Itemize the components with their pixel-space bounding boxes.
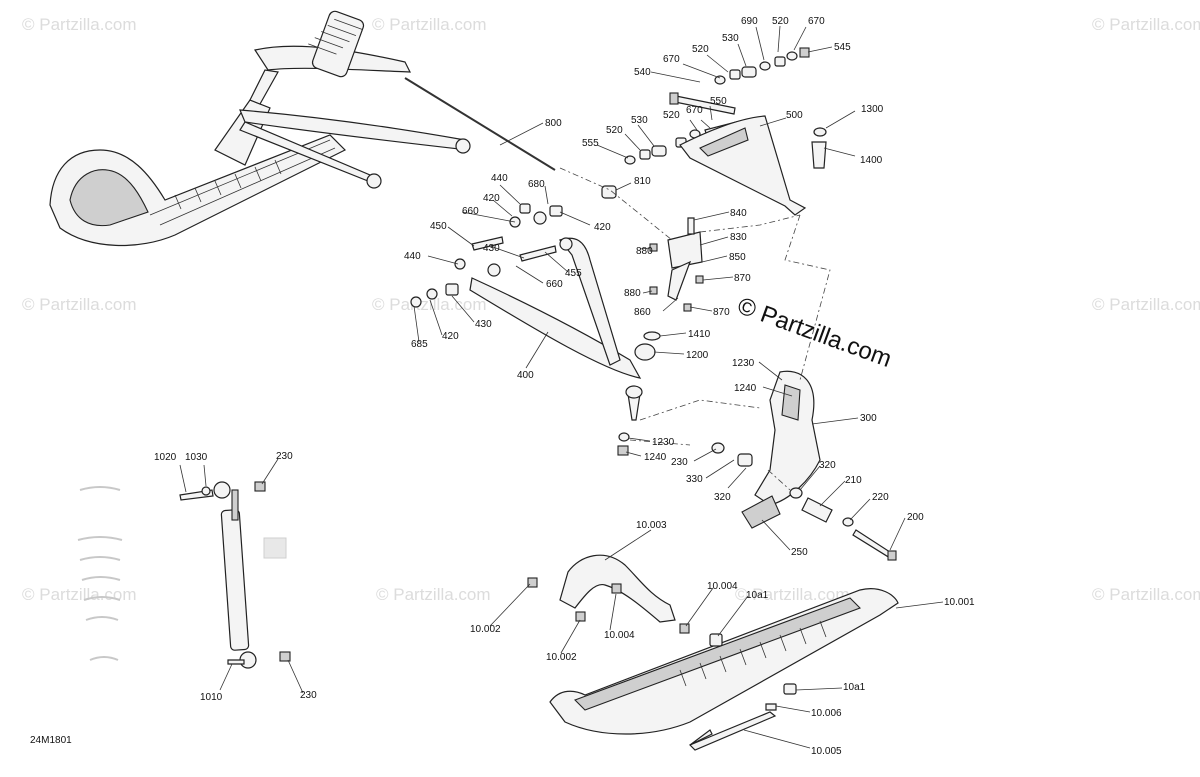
- callout-1240: 1240: [734, 383, 757, 394]
- callout-870: 870: [734, 273, 751, 284]
- callout-420: 420: [442, 331, 459, 342]
- callout-400: 400: [517, 370, 534, 381]
- callout-300: 300: [860, 413, 877, 424]
- callout-520: 520: [606, 125, 623, 136]
- assembled-suspension-illustration: [49, 10, 556, 247]
- callout-520: 520: [692, 44, 709, 55]
- watermark: © Partzilla.com: [376, 585, 491, 604]
- upper-arm-exploded: [601, 47, 827, 216]
- watermark: © Partzilla.com: [22, 15, 137, 34]
- callout-1030: 1030: [185, 452, 208, 463]
- callout-810: 810: [634, 176, 651, 187]
- callout-660: 660: [462, 206, 479, 217]
- callout-200: 200: [907, 512, 924, 523]
- callout-680: 680: [528, 179, 545, 190]
- steering-parts-exploded: [649, 217, 704, 312]
- callout-450: 450: [430, 221, 447, 232]
- callout-860: 860: [634, 307, 651, 318]
- callout-10-006: 10.006: [811, 708, 842, 719]
- callout-10-003: 10.003: [636, 520, 667, 531]
- callout-320: 320: [819, 460, 836, 471]
- callout-1010: 1010: [200, 692, 223, 703]
- callout-540: 540: [634, 67, 651, 78]
- shock-absorber-exploded: [77, 481, 291, 669]
- callout-420: 420: [594, 222, 611, 233]
- callout-10-001: 10.001: [944, 597, 975, 608]
- callout-230: 230: [671, 457, 688, 468]
- callout-1230: 1230: [732, 358, 755, 369]
- callout-10-002: 10.002: [470, 624, 501, 635]
- callout-800: 800: [545, 118, 562, 129]
- callout-530: 530: [722, 33, 739, 44]
- callout-685: 685: [411, 339, 428, 350]
- lower-arm-exploded: [410, 203, 661, 421]
- callout-320: 320: [714, 492, 731, 503]
- callout-1240: 1240: [644, 452, 667, 463]
- callout-555: 555: [582, 138, 599, 149]
- callout-530: 530: [631, 115, 648, 126]
- watermark: © Partzilla.com: [372, 295, 487, 314]
- callout-660: 660: [546, 279, 563, 290]
- callout-880: 880: [624, 288, 641, 299]
- callout-520: 520: [663, 110, 680, 121]
- callout-455: 455: [565, 268, 582, 279]
- callout-440: 440: [491, 173, 508, 184]
- callout-250: 250: [791, 547, 808, 558]
- callout-850: 850: [729, 252, 746, 263]
- callout-690: 690: [741, 16, 758, 27]
- watermark: © Partzilla.com: [22, 295, 137, 314]
- callout-1410: 1410: [688, 329, 711, 340]
- callout-840: 840: [730, 208, 747, 219]
- callout-230: 230: [276, 451, 293, 462]
- callout-330: 330: [686, 474, 703, 485]
- callout-870: 870: [713, 307, 730, 318]
- callout-830: 830: [730, 232, 747, 243]
- callout-440: 440: [404, 251, 421, 262]
- diagram-code: 24M1801: [30, 735, 72, 746]
- assembly-lines: [559, 167, 831, 491]
- callout-1020: 1020: [154, 452, 177, 463]
- callout-520: 520: [772, 16, 789, 27]
- callout-labels: 690 520 670 545 530 520 670 540 550 670 …: [154, 16, 975, 757]
- watermark: © Partzilla.com: [735, 585, 850, 604]
- callout-10a1: 10a1: [843, 682, 866, 693]
- watermark: © Partzilla.com: [22, 585, 137, 604]
- callout-1230: 1230: [652, 437, 675, 448]
- callout-1400: 1400: [860, 155, 883, 166]
- ski-exploded: [527, 554, 899, 751]
- main-watermark: © Partzilla.com: [734, 292, 895, 373]
- watermark: © Partzilla.com: [1092, 585, 1200, 604]
- callout-545: 545: [834, 42, 851, 53]
- callout-230: 230: [300, 690, 317, 701]
- callout-10-005: 10.005: [811, 746, 842, 757]
- callout-420: 420: [483, 193, 500, 204]
- callout-210: 210: [845, 475, 862, 486]
- watermark: © Partzilla.com: [1092, 295, 1200, 314]
- callout-1300: 1300: [861, 104, 884, 115]
- callout-500: 500: [786, 110, 803, 121]
- callout-430: 430: [475, 319, 492, 330]
- callout-220: 220: [872, 492, 889, 503]
- callout-670: 670: [686, 105, 703, 116]
- callout-430: 430: [483, 243, 500, 254]
- callout-10-004: 10.004: [707, 581, 738, 592]
- callout-10a1: 10a1: [746, 590, 769, 601]
- callout-550: 550: [710, 96, 727, 107]
- callout-1200: 1200: [686, 350, 709, 361]
- watermark-layer: © Partzilla.com © Partzilla.com © Partzi…: [22, 15, 1200, 604]
- leader-lines: [179, 25, 944, 749]
- callout-670: 670: [808, 16, 825, 27]
- spindle-exploded: [617, 370, 897, 561]
- callout-670: 670: [663, 54, 680, 65]
- watermark: © Partzilla.com: [1092, 15, 1200, 34]
- callout-10-004: 10.004: [604, 630, 635, 641]
- watermark: © Partzilla.com: [372, 15, 487, 34]
- callout-10-002: 10.002: [546, 652, 577, 663]
- callout-880: 880: [636, 246, 653, 257]
